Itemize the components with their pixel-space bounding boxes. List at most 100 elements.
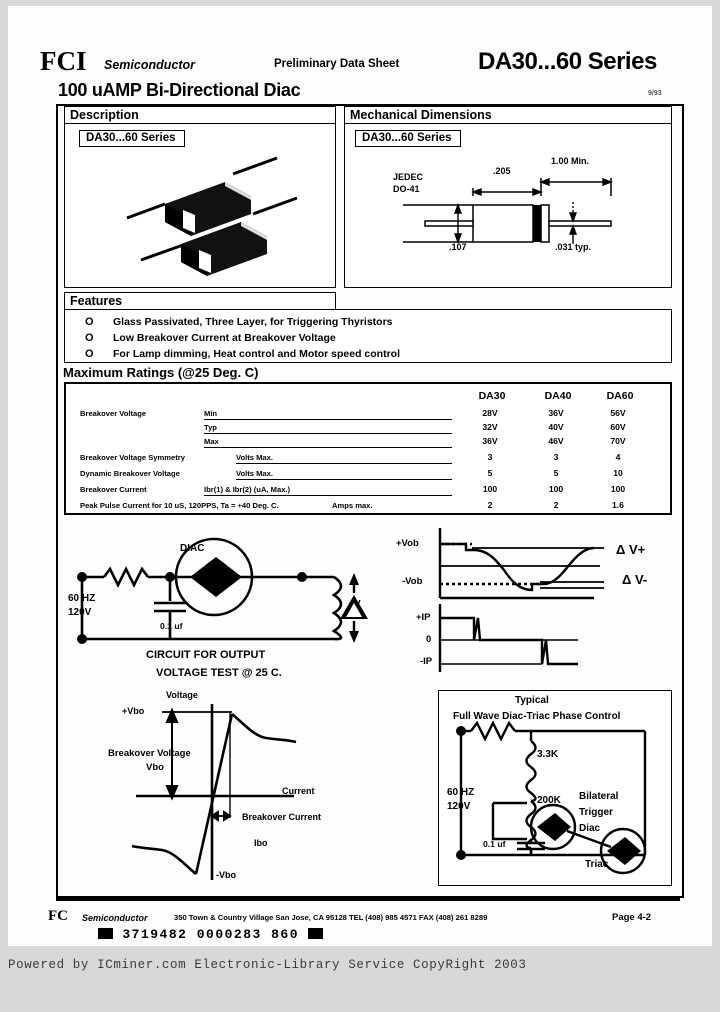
delta-v-positive-label: Δ V+ <box>616 542 646 557</box>
feature-item-0: Glass Passivated, Three Layer, for Trigg… <box>113 316 393 328</box>
footer-address: 350 Town & Country Village San Jose, CA … <box>174 913 488 922</box>
bullet-icon: O <box>85 348 94 360</box>
output-voltage-test-circuit: DIAC 60 HZ 120V 0.1 uf V CIRCUIT FOR OUT… <box>64 521 384 686</box>
ratings-cell-4-1: 5 <box>553 468 559 478</box>
feature-item-1: Low Breakover Current at Breakover Volta… <box>113 332 336 344</box>
ratings-title: Maximum Ratings (@25 Deg. C) <box>63 365 259 380</box>
barcode-digits: 3719482 0000283 860 <box>122 927 300 942</box>
ratings-cell-6-2: 1.6 <box>612 500 624 510</box>
ratings-row-cond-1: Typ <box>204 423 217 432</box>
ratings-row-cond-2: Max <box>204 437 219 446</box>
library-watermark: Powered by ICminer.com Electronic-Librar… <box>8 958 527 972</box>
preliminary-label: Preliminary Data Sheet <box>274 58 400 70</box>
breakover-voltage-label-1: Breakover Voltage <box>108 748 191 759</box>
ratings-cell-6-0: 2 <box>487 500 493 510</box>
lead-diameter-dim: .031 typ. <box>555 242 592 252</box>
ratings-section-header: Maximum Ratings (@25 Deg. C) <box>58 364 672 382</box>
vob-positive-label: +Vob <box>396 538 419 549</box>
current-axis-label: Current <box>282 786 315 796</box>
mechanical-part-label: DA30...60 Series <box>355 130 461 147</box>
ratings-cell-2-0: 36V <box>482 436 498 446</box>
ratings-row-cond-4: Volts Max. <box>236 469 273 478</box>
breakover-voltage-label-2: Vbo <box>146 762 164 773</box>
mechanical-panel: DA30...60 Series JEDEC DO-41 .205 1.00 M… <box>344 123 672 288</box>
masthead: FCI Semiconductor Preliminary Data Sheet… <box>26 46 696 104</box>
pc-source-voltage: 120V <box>447 801 471 812</box>
ratings-panel: DA30 DA40 DA60 Breakover Voltage Min 28V… <box>64 382 672 515</box>
datasheet-page: FCI Semiconductor Preliminary Data Sheet… <box>8 6 712 946</box>
series-title: DA30...60 Series <box>478 48 657 75</box>
phase-control-panel: Typical Full Wave Diac-Triac Phase Contr… <box>438 690 672 886</box>
footer-subtitle: Semiconductor <box>82 913 148 923</box>
ratings-cell-2-2: 70V <box>610 436 626 446</box>
diac-label: DIAC <box>180 543 205 554</box>
ratings-row-label-5: Breakover Current <box>80 485 147 494</box>
ratings-cell-4-2: 10 <box>613 468 623 478</box>
body-diameter-dim: .107 <box>449 242 467 252</box>
ratings-cell-5-1: 100 <box>548 484 564 494</box>
features-panel: O Glass Passivated, Three Layer, for Tri… <box>64 309 672 363</box>
mechanical-section-header: Mechanical Dimensions <box>344 106 672 123</box>
ratings-row-label-3: Breakover Voltage Symmetry <box>80 453 185 462</box>
ratings-cell-4-0: 5 <box>487 468 493 478</box>
company-subtitle: Semiconductor <box>104 58 195 72</box>
phase-control-title-2: Full Wave Diac-Triac Phase Control <box>453 711 621 722</box>
ratings-row-label-6: Peak Pulse Current for 10 uS, 120PPS, Ta… <box>80 501 279 510</box>
barcode-block-left <box>98 928 113 939</box>
description-section-header: Description <box>64 106 336 123</box>
page-title: 100 uAMP Bi-Directional Diac <box>58 80 301 100</box>
vi-characteristic-curve: Voltage +Vbo Breakover Voltage Vbo Curre… <box>104 690 394 890</box>
bullet-icon: O <box>85 316 94 328</box>
pc-capacitor-value: 0.1 uf <box>483 839 506 849</box>
footer-divider <box>56 898 680 901</box>
company-logo: FCI <box>40 46 87 76</box>
ratings-cell-0-1: 36V <box>548 408 564 418</box>
jedec-label: JEDEC <box>393 172 424 182</box>
ratings-cell-5-0: 100 <box>482 484 498 494</box>
ratings-col-DA40: DA40 <box>544 390 572 402</box>
vbo-negative-label: -Vbo <box>216 870 236 880</box>
ratings-col-DA60: DA60 <box>606 390 634 402</box>
test-circuit-schematic <box>77 537 368 644</box>
axial-diac-package-photo <box>126 156 298 276</box>
voltage-axis-label: Voltage <box>166 690 198 700</box>
description-title: Description <box>70 108 139 122</box>
vi-curve-plot <box>131 704 297 880</box>
waveform-diagram: +Vob -Vob Δ V+ Δ V- +IP 0 -IP <box>392 526 682 676</box>
ratings-row-label-4: Dynamic Breakover Voltage <box>80 469 180 478</box>
features-section-header: Features <box>64 292 336 309</box>
ratings-row-cond-0: Min <box>204 409 218 418</box>
zero-label: 0 <box>426 634 432 645</box>
fixed-resistor-value: 3.3K <box>537 749 559 760</box>
ratings-cell-0-0: 28V <box>482 408 498 418</box>
description-panel: DA30...60 Series <box>64 123 336 288</box>
phase-control-title-1: Typical <box>515 695 549 706</box>
bilateral-label-3: Diac <box>579 823 601 834</box>
mechanical-outline-drawing <box>403 177 613 244</box>
vob-negative-label: -Vob <box>402 576 423 587</box>
ratings-row-cond-3: Volts Max. <box>236 453 273 462</box>
mechanical-title: Mechanical Dimensions <box>350 108 492 122</box>
body-length-dim: .205 <box>493 166 511 176</box>
waveform-plot <box>438 528 604 672</box>
vbo-positive-label: +Vbo <box>122 706 145 716</box>
ratings-cell-0-2: 56V <box>610 408 626 418</box>
source-voltage: 120V <box>68 607 92 618</box>
ratings-cell-6-1: 2 <box>553 500 559 510</box>
test-circuit-title-1: CIRCUIT FOR OUTPUT <box>146 649 266 661</box>
ratings-cell-2-1: 46V <box>548 436 564 446</box>
footer-logo: FC <box>48 908 68 924</box>
description-part-label: DA30...60 Series <box>79 130 185 147</box>
triac-label: Triac <box>585 859 609 870</box>
package-type-label: DO-41 <box>393 184 420 194</box>
ratings-row-cond-5: Ibr(1) & Ibr(2) (uA, Max.) <box>204 485 291 494</box>
delta-v-negative-label: Δ V- <box>622 572 648 587</box>
bullet-icon: O <box>85 332 94 344</box>
test-circuit-title-2: VOLTAGE TEST @ 25 C. <box>156 667 282 679</box>
lead-length-dim: 1.00 Min. <box>551 156 590 166</box>
ratings-cell-3-2: 4 <box>615 452 621 462</box>
breakover-current-label: Breakover Current <box>242 812 322 822</box>
ratings-cell-1-0: 32V <box>482 422 498 432</box>
ratings-cell-3-0: 3 <box>487 452 493 462</box>
date-code: 9/93 <box>648 90 662 97</box>
